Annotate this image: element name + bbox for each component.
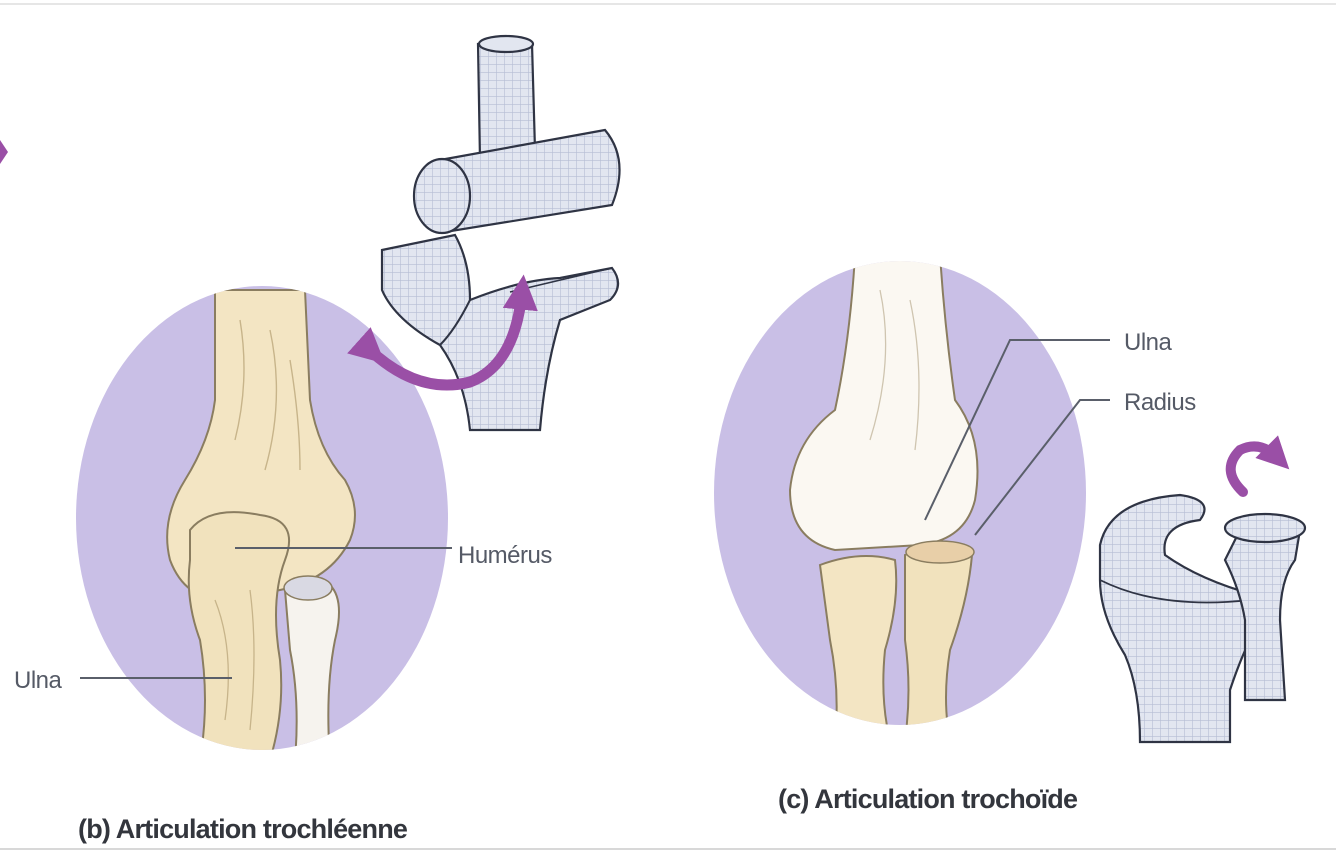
hinge-joint-model [382,36,620,430]
panel-b-hinge-joint: Humérus Ulna (b) Articulation trochléenn… [14,36,620,844]
pivot-joint-model [1100,495,1305,742]
ulna-bone-c [820,556,896,740]
pivot-peg [1225,514,1305,542]
panel-b-caption: (b) Articulation trochléenne [78,814,408,844]
radius-label: Radius [1124,389,1196,416]
hinge-cylinder [414,159,470,233]
ulna-bone-b [189,512,289,760]
ulna-label-b: Ulna [14,667,63,694]
panel-c-caption: (c) Articulation trochoïde [778,784,1078,814]
edge-arrow-fragment [0,140,8,164]
pivot-rotation-arrow [1231,446,1278,492]
panel-c-pivot-joint: Ulna Radius (c) Articulation trochoïde [714,255,1305,814]
ulna-label-c: Ulna [1124,329,1173,356]
humerus-label: Humérus [458,542,552,569]
